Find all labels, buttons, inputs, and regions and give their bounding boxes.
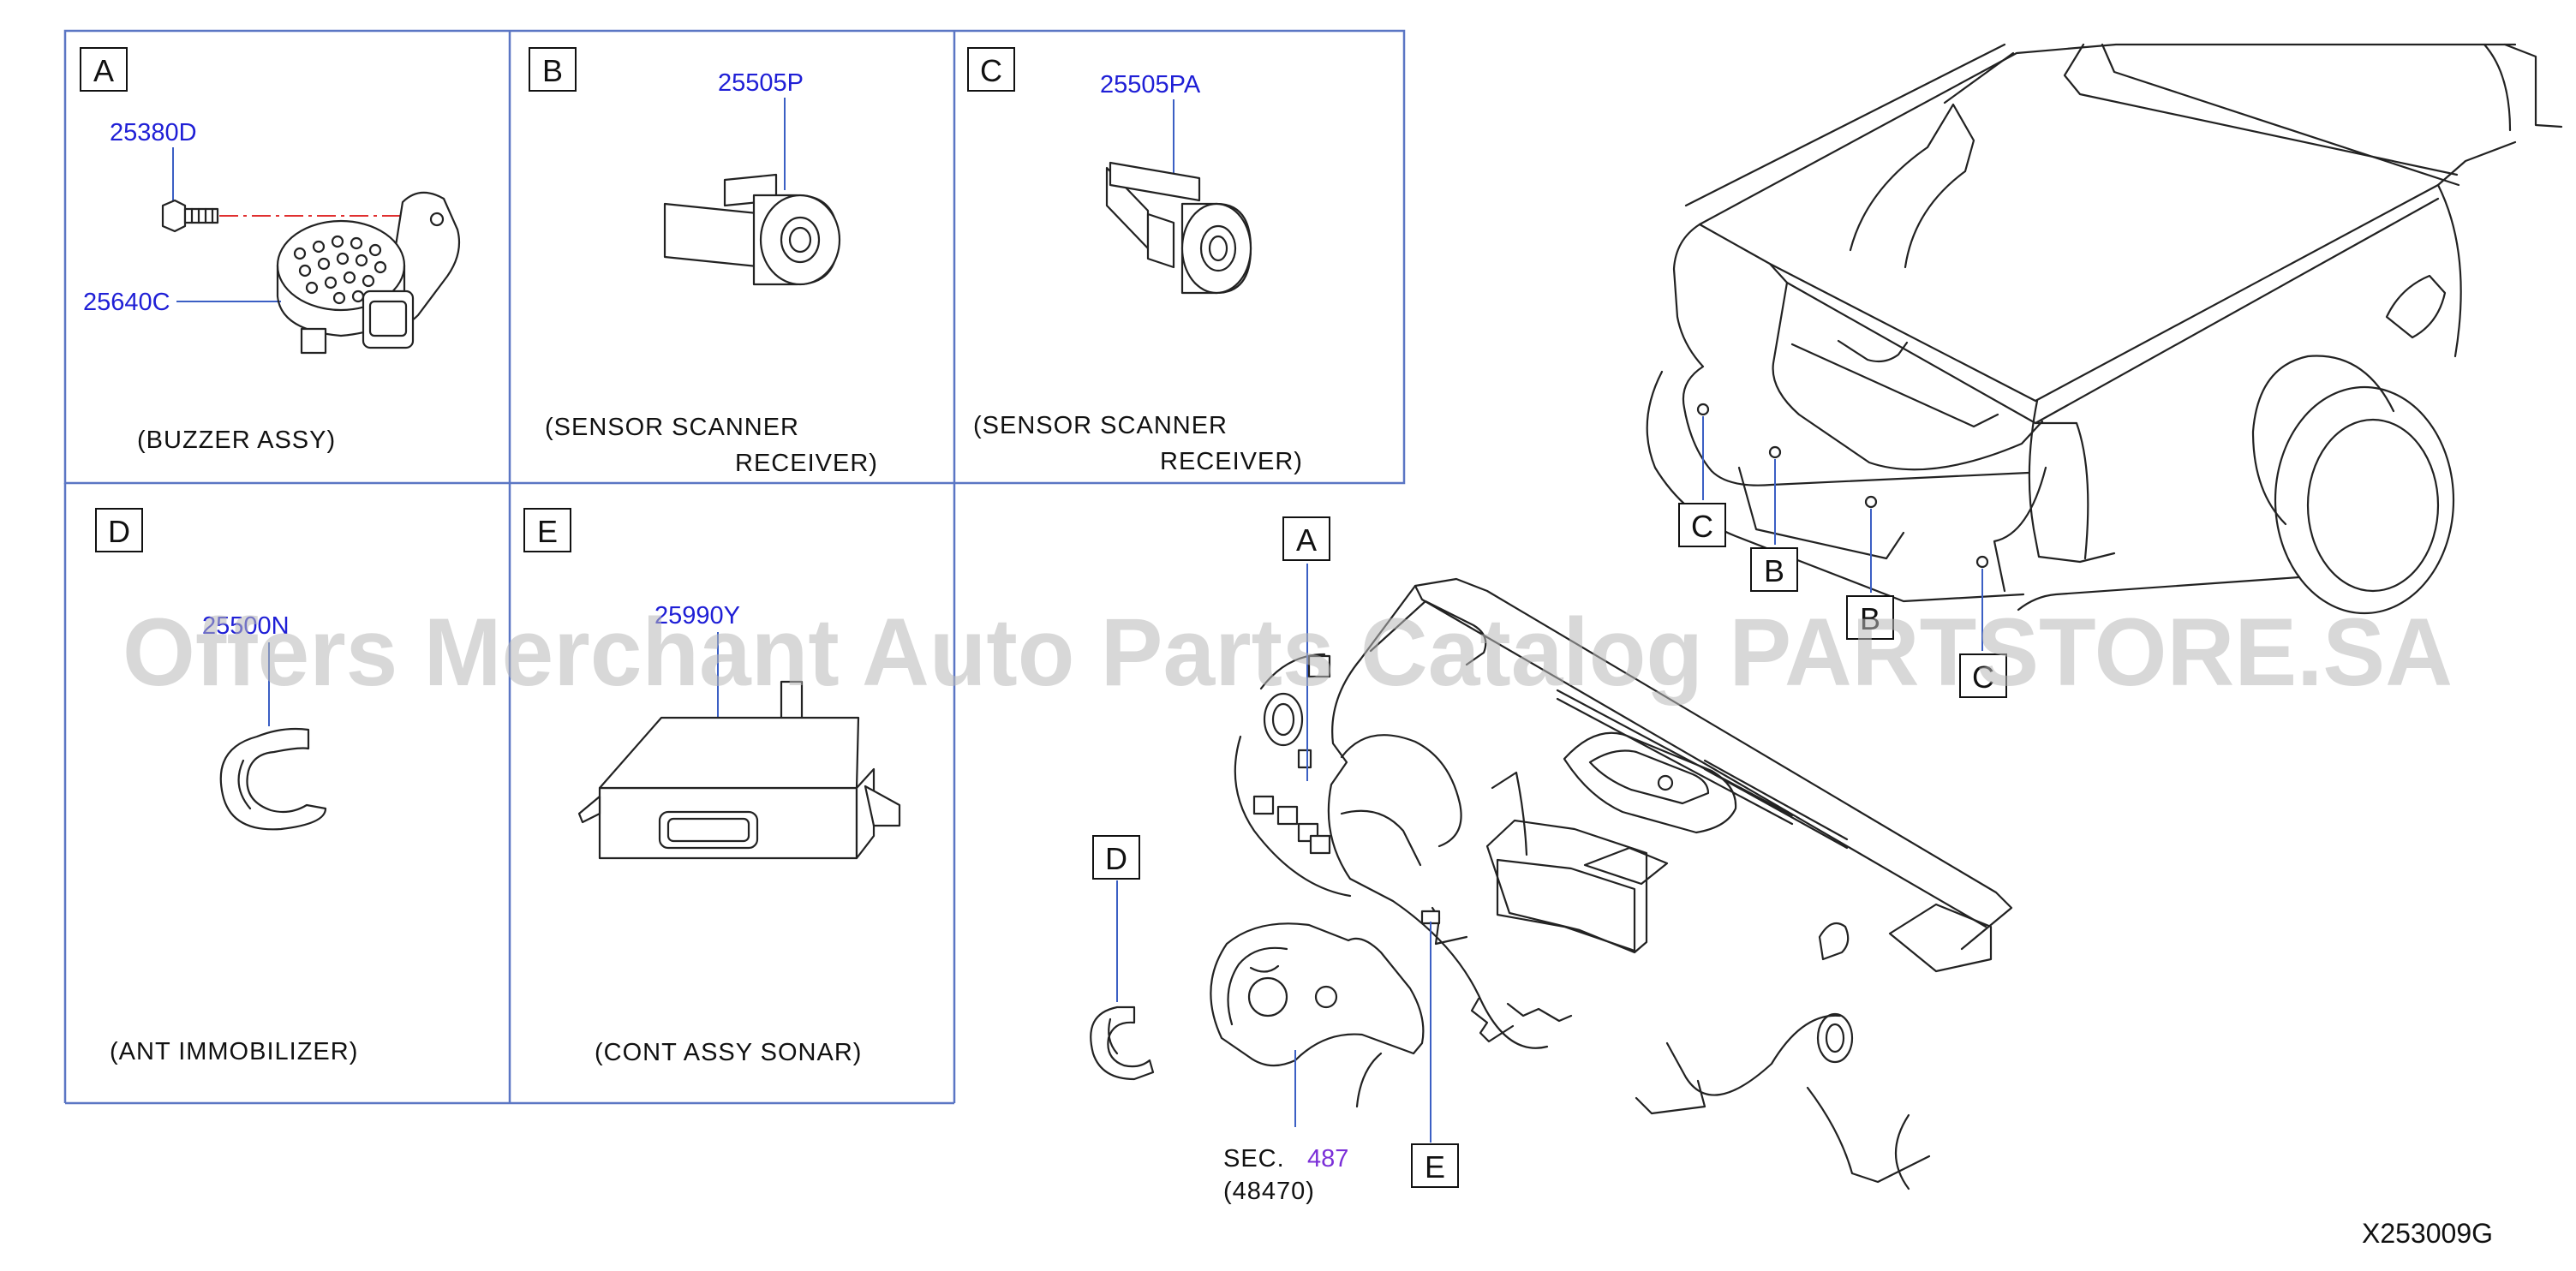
part-number-25990y[interactable]: 25990Y [654,602,740,630]
panel-d-letter: D [108,514,130,549]
panel-e-letter-box [523,508,571,552]
panel-e-letter: E [537,514,558,549]
section-reference: SEC. 487 (48470) [1223,1145,1348,1205]
caption-cont-assy-sonar: (CONT ASSY SONAR) [595,1039,862,1066]
truck-callout-c-left: C [1691,509,1713,544]
panel-b-letter-box [529,47,577,92]
diagram-id: X253009G [2362,1218,2493,1249]
watermark-text: Offers Merchant Auto Parts Catalog PARTS… [123,599,2453,706]
panel-grid [63,29,1406,1105]
caption-sensor-scanner-c-line1: (SENSOR SCANNER [973,412,1228,439]
truck-callout-b-left: B [1764,553,1784,588]
panel-c-letter-box [967,47,1015,92]
caption-sensor-scanner-c-line2: RECEIVER) [1160,448,1303,475]
part-number-25380d[interactable]: 25380D [110,119,197,146]
steering-column-cover-drawing [1210,922,1425,1127]
bolt-drawing [161,199,219,233]
caption-buzzer-assy: (BUZZER ASSY) [137,427,336,454]
section-ref-prefix: SEC. [1223,1145,1285,1173]
section-ref-sub: (48470) [1223,1178,1315,1205]
caption-sensor-scanner-b-line1: (SENSOR SCANNER [545,414,799,441]
truck-callout-c-right: C [1972,659,1994,695]
caption-ant-immobilizer: (ANT IMMOBILIZER) [110,1038,358,1065]
dash-callout-d: D [1105,841,1127,876]
part-number-25505pa[interactable]: 25505PA [1100,71,1201,98]
dash-callout-e: E [1425,1149,1445,1184]
antenna-ring-drawing [219,727,327,831]
panel-a-letter-box [80,47,128,92]
panel-d-letter-box [95,508,143,552]
truck-callout-b-right: B [1860,601,1880,636]
part-number-25505p[interactable]: 25505P [718,69,804,97]
panel-a-letter: A [93,53,114,88]
panel-a: A 25380D 25640C [80,47,461,454]
sonar-unit-drawing [577,680,901,860]
truck-rear-drawing [1646,43,2563,651]
panel-c: C 25505PA (SENSOR SCANNER RECEIVER) [967,47,1303,475]
panel-e: E 25990Y (CONT ASSY SONAR) [523,508,901,1066]
dashboard-drawing [1234,564,2013,1190]
sensor-drawing-b [663,173,841,286]
sensor-drawing-c [1105,161,1252,295]
panel-b-letter: B [542,53,563,88]
dash-antenna-ring-drawing [1090,880,1155,1081]
dash-callouts: A D E [1092,516,1459,1188]
panel-c-letter: C [980,53,1002,88]
panel-b: B 25505P (SENSOR SCANNER RECEIVER) [529,47,878,477]
section-ref-number-link[interactable]: 487 [1307,1145,1348,1173]
buzzer-drawing [276,191,461,355]
part-number-25500n[interactable]: 25500N [202,612,290,640]
dash-callout-a: A [1296,522,1317,558]
caption-sensor-scanner-b-line2: RECEIVER) [735,450,878,477]
part-number-25640c[interactable]: 25640C [83,289,170,316]
truck-sensor-callouts: C B B C [1678,503,2007,698]
panel-d: D 25500N (ANT IMMOBILIZER) [95,508,358,1065]
